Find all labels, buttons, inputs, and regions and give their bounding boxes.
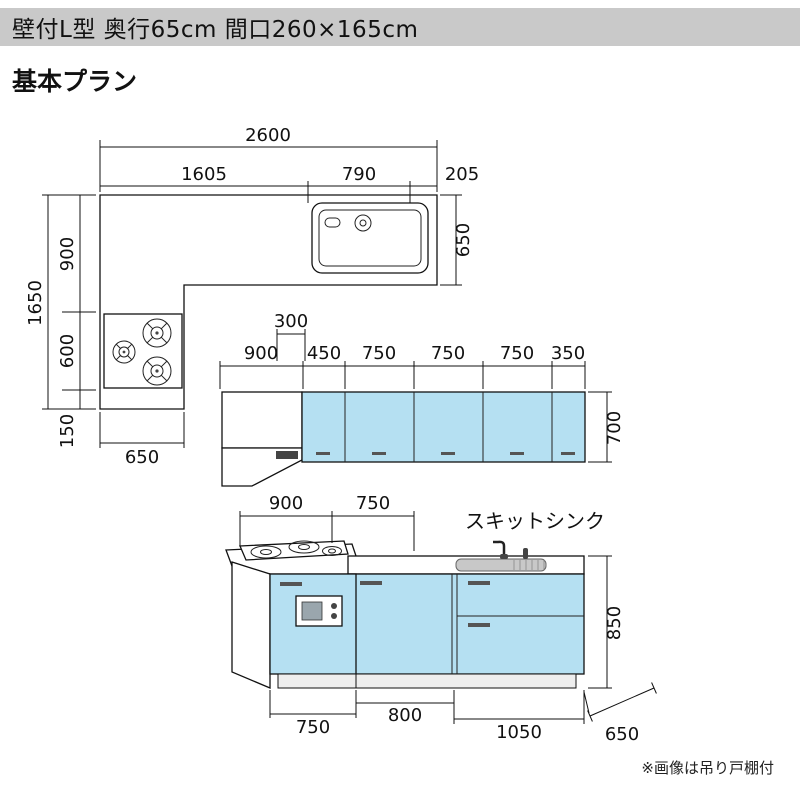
dim-label-bottom-800: 800 (388, 705, 422, 726)
dim-bottom-800: 800 (355, 690, 455, 726)
dim-label-350: 350 (551, 343, 585, 364)
dim-wall-height: 700 (588, 391, 625, 463)
dim-width-segments: 1605 790 205 (99, 164, 479, 203)
right-cabinet-front (347, 573, 585, 675)
base-cabinet-perspective: 900 750 スキットシンク 850 750 (225, 493, 657, 745)
cabinet-front-details (280, 574, 584, 674)
dim-label-650-leg: 650 (125, 447, 159, 468)
dim-label-persp-900: 900 (269, 493, 303, 514)
perspective-sink (455, 540, 547, 572)
sink-name-label: スキットシンク (465, 509, 605, 533)
dim-persp-top-900: 900 (239, 493, 333, 547)
dim-corner-clearance: 300 (274, 311, 308, 361)
plan-section-title: 基本プラン (12, 67, 138, 96)
dim-label-persp-750: 750 (356, 493, 390, 514)
dim-total-width: 2600 (99, 125, 438, 192)
dim-depth-650: 650 (583, 682, 657, 745)
dim-left-segments: 900 600 150 1650 (25, 194, 96, 448)
header-bar: 壁付L型 奥行65cm 間口260×165cm (0, 8, 800, 46)
plan-cooktop (103, 313, 183, 389)
header-title: 壁付L型 奥行65cm 間口260×165cm (12, 17, 419, 43)
dim-leg-width: 650 (99, 412, 185, 468)
dim-label-bottom-750: 750 (296, 717, 330, 738)
dim-wall-widths: 900 450 750 750 750 350 (219, 343, 586, 389)
corner-toe-kick (277, 673, 357, 689)
dim-label-790: 790 (342, 164, 376, 185)
plan-view: 2600 1605 790 205 650 900 (25, 125, 479, 468)
dim-label-300: 300 (274, 311, 308, 332)
wall-cabinet-elevation: 300 900 450 750 750 750 350 (219, 311, 625, 487)
dim-bottom-750: 750 (269, 690, 357, 738)
dim-label-1650: 1650 (25, 280, 46, 326)
dim-label-600-depth: 600 (57, 334, 78, 368)
faucet-icon (493, 540, 506, 558)
dim-label-750-a: 750 (362, 343, 396, 364)
dim-counter-depth: 650 (440, 194, 474, 286)
dim-label-bottom-1050: 1050 (496, 722, 542, 743)
dim-label-205: 205 (445, 164, 479, 185)
dim-label-900-depth: 900 (57, 237, 78, 271)
dim-label-750-b: 750 (431, 343, 465, 364)
dim-label-450: 450 (307, 343, 341, 364)
dim-label-150-depth: 150 (57, 414, 78, 448)
left-end-panel (231, 561, 271, 689)
dim-label-850: 850 (604, 606, 625, 640)
dim-label-700: 700 (604, 411, 625, 445)
dim-cabinet-height: 850 (588, 555, 625, 689)
dim-label-depth-650: 650 (605, 724, 639, 745)
grill-panel (295, 595, 343, 627)
footnote-note: ※画像は吊り戸棚付 (641, 759, 774, 777)
perspective-cooktop (239, 540, 349, 561)
range-hood (221, 391, 303, 487)
plan-sink (311, 202, 429, 274)
dim-label-2600: 2600 (245, 125, 291, 146)
dim-persp-top-750: 750 (332, 493, 415, 551)
right-toe-kick (355, 673, 577, 689)
dim-label-1605: 1605 (181, 164, 227, 185)
wall-cabinets (301, 391, 586, 463)
dim-label-750-c: 750 (500, 343, 534, 364)
dim-label-hood-900: 900 (244, 343, 278, 364)
dim-label-650-depth: 650 (453, 223, 474, 257)
dim-bottom-1050: 1050 (453, 690, 585, 743)
